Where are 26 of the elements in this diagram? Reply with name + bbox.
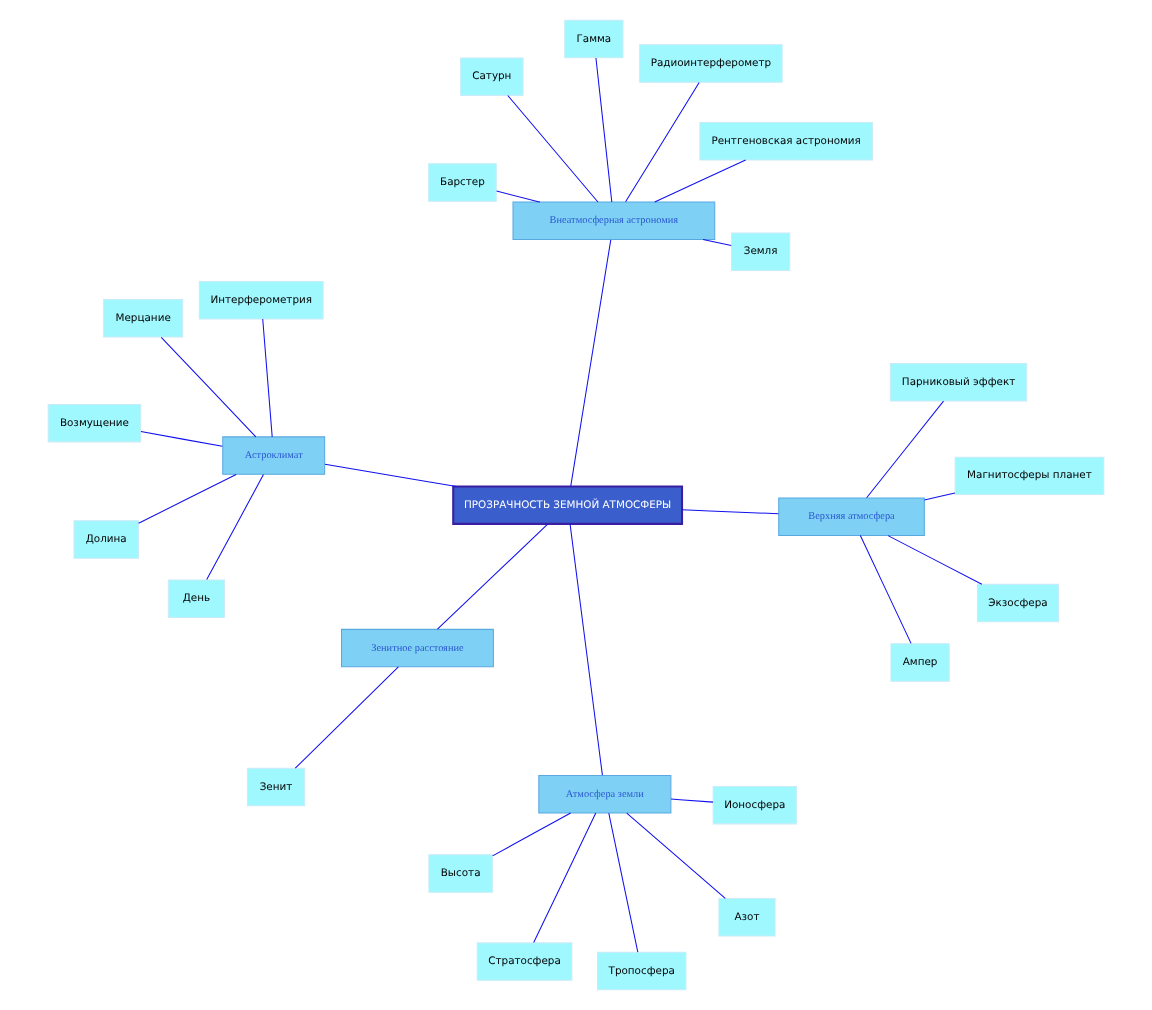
connector bbox=[608, 812, 639, 953]
connector bbox=[138, 473, 237, 524]
connector bbox=[533, 812, 597, 944]
connector bbox=[160, 336, 257, 438]
connector bbox=[436, 523, 549, 630]
connector bbox=[206, 474, 264, 581]
connector bbox=[866, 400, 945, 499]
connector bbox=[923, 492, 956, 501]
connector bbox=[702, 239, 732, 247]
connector bbox=[654, 159, 747, 203]
connector bbox=[681, 509, 779, 515]
connector bbox=[262, 318, 273, 438]
connector bbox=[569, 523, 603, 776]
connector bbox=[670, 798, 714, 803]
connector bbox=[140, 431, 223, 447]
connector bbox=[626, 812, 726, 899]
connector bbox=[507, 95, 599, 203]
connector bbox=[887, 535, 983, 585]
connector bbox=[859, 535, 912, 644]
connector bbox=[625, 82, 700, 203]
connector bbox=[324, 463, 458, 487]
connector bbox=[595, 57, 613, 203]
connector bbox=[570, 239, 612, 487]
connector bbox=[294, 666, 399, 769]
connector bbox=[496, 190, 541, 203]
connector bbox=[492, 812, 572, 857]
